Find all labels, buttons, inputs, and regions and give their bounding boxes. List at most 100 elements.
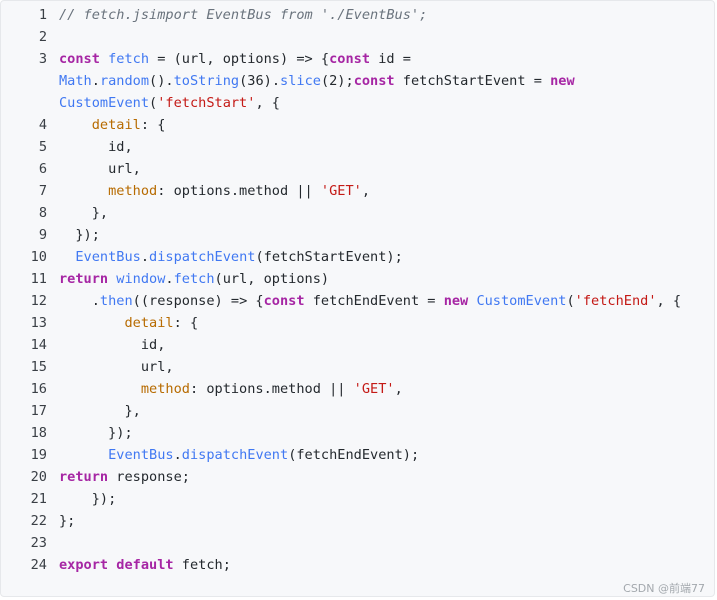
- code-token: // fetch.jsimport EventBus from './Event…: [59, 7, 428, 23]
- code-token: ().: [149, 73, 174, 89]
- code-token: url,: [59, 161, 141, 177]
- code-token: .: [91, 73, 100, 89]
- code-token: .: [59, 293, 100, 309]
- code-token: [59, 249, 75, 265]
- code-token: [59, 315, 124, 331]
- line-code: });: [59, 488, 117, 510]
- code-line: 8 },: [1, 202, 716, 224]
- code-token: = (url, options) => {: [149, 51, 330, 67]
- code-line: 19 EventBus.dispatchEvent(fetchEndEvent)…: [1, 444, 716, 466]
- line-number: 6: [38, 161, 47, 177]
- code-token: id,: [59, 139, 133, 155]
- line-number: 4: [38, 117, 47, 133]
- line-number: 7: [38, 183, 47, 199]
- line-number: 3: [38, 51, 47, 67]
- code-line: 14 id,: [1, 334, 716, 356]
- code-token: 'GET': [353, 381, 395, 397]
- code-token: 'GET': [320, 183, 362, 199]
- code-token: (: [566, 293, 575, 309]
- line-code: url,: [59, 158, 141, 180]
- code-token: CustomEvent: [476, 293, 567, 309]
- code-token: , {: [656, 293, 682, 309]
- line-code: // fetch.jsimport EventBus from './Event…: [59, 4, 427, 26]
- code-token: default: [116, 557, 174, 573]
- line-number: 5: [38, 139, 47, 155]
- code-token: 'fetchStart': [157, 95, 256, 111]
- code-line: Math.random().toString(36).slice(2);cons…: [1, 70, 716, 92]
- code-line: 4 detail: {: [1, 114, 716, 136]
- code-token: ,: [361, 183, 371, 199]
- code-token: EventBus: [75, 249, 141, 265]
- code-token: window: [116, 271, 166, 287]
- code-line: 9 });: [1, 224, 716, 246]
- line-number: 9: [38, 227, 47, 243]
- code-token: (fetchEndEvent);: [288, 447, 420, 463]
- code-line: 13 detail: {: [1, 312, 716, 334]
- code-line: 5 id,: [1, 136, 716, 158]
- line-code: return window.fetch(url, options): [59, 268, 329, 290]
- code-token: new: [443, 293, 469, 309]
- code-token: toString: [173, 73, 240, 89]
- code-token: id,: [59, 337, 166, 353]
- code-token: (2);: [320, 73, 354, 89]
- line-number: 22: [30, 513, 47, 529]
- code-token: .: [140, 249, 150, 265]
- line-number: 23: [30, 535, 47, 551]
- code-line: 23: [1, 532, 716, 554]
- code-token: });: [59, 491, 117, 507]
- code-token: ((response) => {: [132, 293, 264, 309]
- code-token: CustomEvent: [59, 95, 150, 111]
- code-line: 10 EventBus.dispatchEvent(fetchStartEven…: [1, 246, 716, 268]
- line-code: EventBus.dispatchEvent(fetchEndEvent);: [59, 444, 419, 466]
- code-token: detail: [91, 117, 141, 133]
- code-line: CustomEvent('fetchStart', {: [1, 92, 716, 114]
- line-number: 17: [30, 403, 47, 419]
- code-token: 'fetchEnd': [574, 293, 657, 309]
- line-number: 21: [30, 491, 47, 507]
- code-line: 15 url,: [1, 356, 716, 378]
- line-number: 13: [30, 315, 47, 331]
- code-line: 17 },: [1, 400, 716, 422]
- line-code: });: [59, 224, 100, 246]
- watermark: CSDN @前端77: [623, 582, 705, 595]
- code-token: (: [149, 95, 158, 111]
- line-number: 19: [30, 447, 47, 463]
- line-code: export default fetch;: [59, 554, 231, 576]
- code-token: : options.method ||: [189, 381, 354, 397]
- code-token: , {: [255, 95, 280, 111]
- code-line: 1// fetch.jsimport EventBus from './Even…: [1, 4, 716, 26]
- code-token: : {: [140, 117, 166, 133]
- code-token: const: [329, 51, 371, 67]
- line-number: 2: [38, 29, 47, 45]
- code-token: then: [99, 293, 133, 309]
- code-line: 22};: [1, 510, 716, 532]
- code-token: .: [173, 447, 182, 463]
- code-line: 18 });: [1, 422, 716, 444]
- code-token: },: [59, 205, 109, 221]
- code-token: return: [59, 469, 109, 485]
- line-code: id,: [59, 334, 166, 356]
- code-token: slice: [280, 73, 321, 89]
- line-number: 10: [30, 249, 47, 265]
- line-code: CustomEvent('fetchStart', {: [59, 92, 280, 114]
- code-token: dispatchEvent: [149, 249, 256, 265]
- code-token: : options.method ||: [157, 183, 321, 199]
- line-code: detail: {: [59, 114, 166, 136]
- line-code: id,: [59, 136, 133, 158]
- line-code: EventBus.dispatchEvent(fetchStartEvent);: [59, 246, 402, 268]
- line-number: 18: [30, 425, 47, 441]
- code-token: id =: [370, 51, 411, 67]
- code-token: (36).: [239, 73, 281, 89]
- code-token: Math: [59, 73, 92, 89]
- line-code: detail: {: [59, 312, 198, 334]
- code-token: fetch;: [173, 557, 231, 573]
- code-token: fetch: [173, 271, 215, 287]
- code-token: method: [140, 381, 190, 397]
- code-token: EventBus: [108, 447, 174, 463]
- code-token: export: [59, 557, 109, 573]
